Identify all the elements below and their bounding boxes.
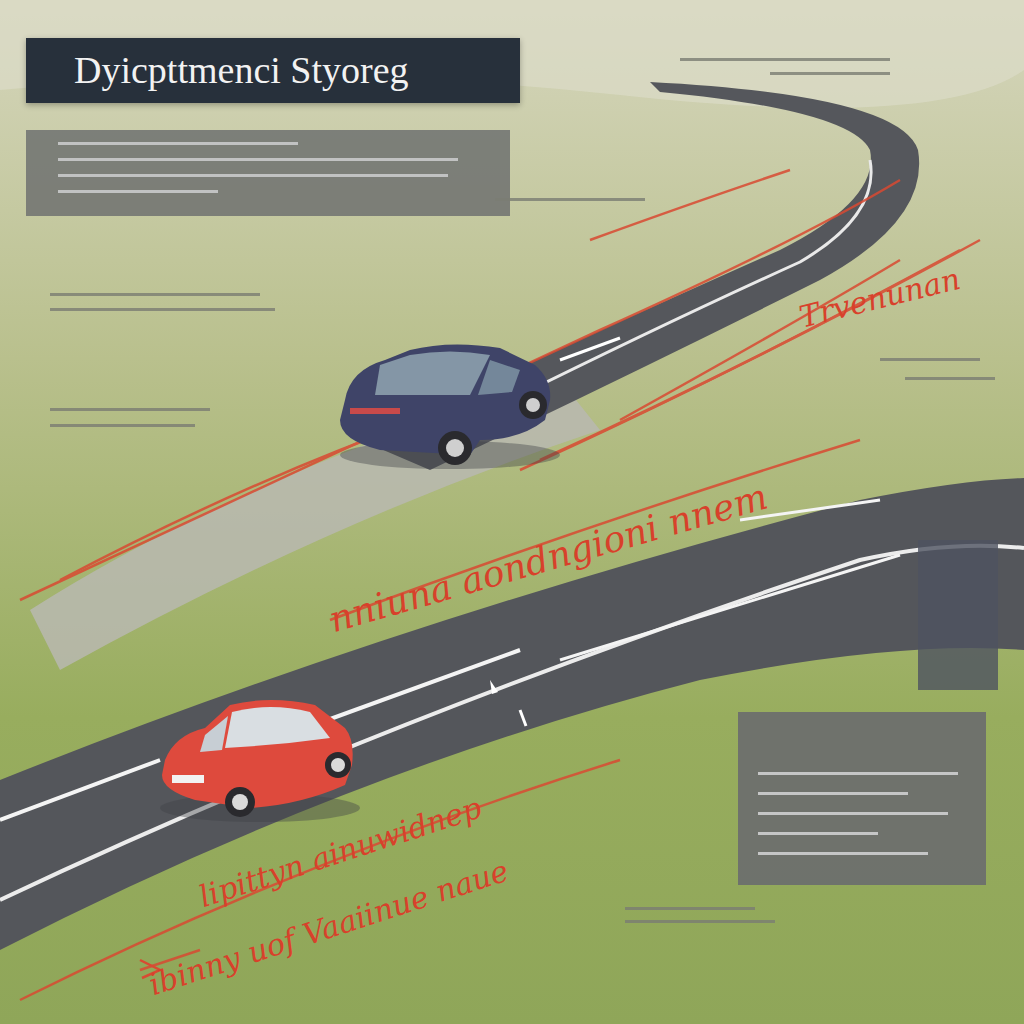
diagram-title: Dyicpttmenci Styoreg	[26, 38, 520, 103]
title-panel: Dyicpttmenci Styoreg	[26, 38, 520, 103]
